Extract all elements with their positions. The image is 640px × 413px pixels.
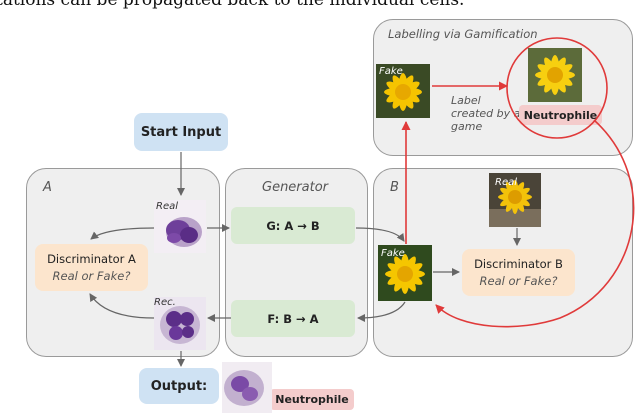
generator-f-label: F: B → A [267,311,319,326]
discriminator-a-title: Discriminator A [47,252,136,266]
neutrophile-highlight-circle [506,37,608,139]
fake-flower-image-b [378,245,432,301]
fake-flower-image-gamification [376,64,430,118]
gamification-tag-label: Neutrophile [523,108,598,122]
arrow-g-to-fake [355,227,405,242]
real-flower-image-b [489,173,541,227]
panel-b-label: B [390,180,399,195]
fake-label-gamification: Fake [379,66,403,77]
panel-a-label: A [43,180,52,195]
arrow-real-to-disc-a [90,227,155,240]
output-tag-label: Neutrophile [275,393,349,406]
output-box: Output: [139,368,219,404]
output-cell-image [222,362,272,413]
generator-g-box: G: A → B [231,207,355,244]
rec-cell-label: Rec. [154,297,176,308]
discriminator-b-sub: Real or Fake? [479,274,558,288]
discriminator-a-sub: Real or Fake? [52,269,131,283]
output-label: Output: [150,378,208,394]
gamification-note: Label created by a game [451,94,521,133]
gamification-title: Labelling via Gamification [388,27,538,41]
generator-g-label: G: A → B [266,218,320,233]
arrow-fake-to-f [357,301,406,322]
neutrophile-flower-image [528,48,582,102]
start-input-label: Start Input [140,124,222,140]
real-label-b: Real [495,177,518,188]
output-tag: Neutrophile [270,389,354,410]
discriminator-b-title: Discriminator B [474,257,563,271]
generator-title: Generator [262,180,329,195]
fake-label-b: Fake [381,248,405,259]
arrow-rec-to-disc-a [89,293,155,319]
arrow-neutrophile-back-to-fake [435,119,635,328]
rec-cell-image [154,297,206,350]
gamification-tag: Neutrophile [519,105,602,125]
start-input-box: Start Input [134,113,228,151]
real-cell-image [154,200,206,253]
discriminator-b: Discriminator B Real or Fake? [462,249,575,296]
discriminator-a: Discriminator A Real or Fake? [35,244,148,291]
real-cell-label: Real [156,201,179,212]
generator-f-box: F: B → A [231,300,355,337]
caption-fragment: tations can be propagated back to the in… [0,0,465,10]
